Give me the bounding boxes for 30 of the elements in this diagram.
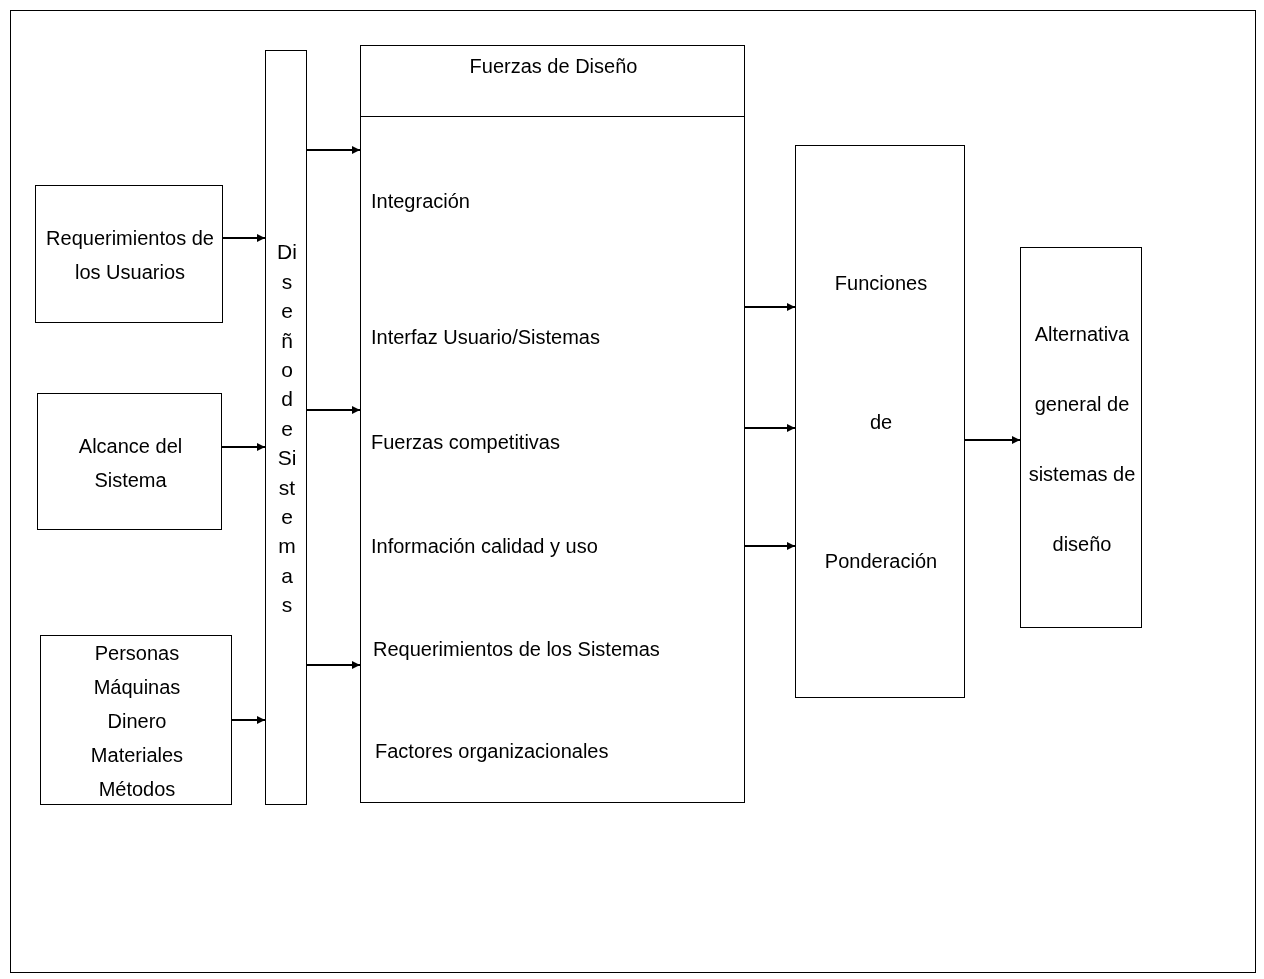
process-box bbox=[265, 50, 307, 805]
process-box bbox=[795, 145, 965, 698]
list-item-text: Requerimientos de los Sistemas bbox=[373, 638, 660, 660]
list-item-text: Integración bbox=[371, 190, 470, 212]
box-text: Requerimientos de los Usuarios bbox=[45, 226, 215, 285]
arrow bbox=[221, 443, 266, 451]
process-box bbox=[1020, 247, 1142, 628]
arrow bbox=[306, 661, 361, 669]
list-item-text: Fuerzas competitivas bbox=[371, 431, 560, 453]
list-item-text: Información calidad y uso bbox=[371, 535, 598, 557]
list-item-text: Factores organizacionales bbox=[375, 740, 609, 762]
process-box bbox=[40, 635, 232, 805]
list-item-text: Interfaz Usuario/Sistemas bbox=[371, 326, 600, 348]
process-box bbox=[360, 45, 745, 803]
box-text: Alcance del Sistema bbox=[77, 433, 184, 493]
box-text: Diseño de Sistemas bbox=[276, 239, 298, 619]
arrow bbox=[744, 303, 796, 311]
arrow bbox=[744, 542, 796, 550]
box-text: Alternativa general de sistemas de diseño bbox=[1027, 321, 1137, 557]
process-box bbox=[35, 185, 223, 323]
arrow bbox=[222, 234, 266, 242]
arrow bbox=[306, 146, 361, 154]
box-text: Personas Máquinas Dinero Materiales Métodos bbox=[89, 641, 185, 802]
arrow bbox=[744, 424, 796, 432]
process-box bbox=[37, 393, 222, 530]
header-text: Fuerzas de Diseño bbox=[469, 54, 638, 78]
arrow bbox=[964, 436, 1021, 444]
arrow bbox=[231, 716, 266, 724]
arrow bbox=[306, 406, 361, 414]
box-text: Funciones de Ponderación bbox=[823, 271, 939, 574]
